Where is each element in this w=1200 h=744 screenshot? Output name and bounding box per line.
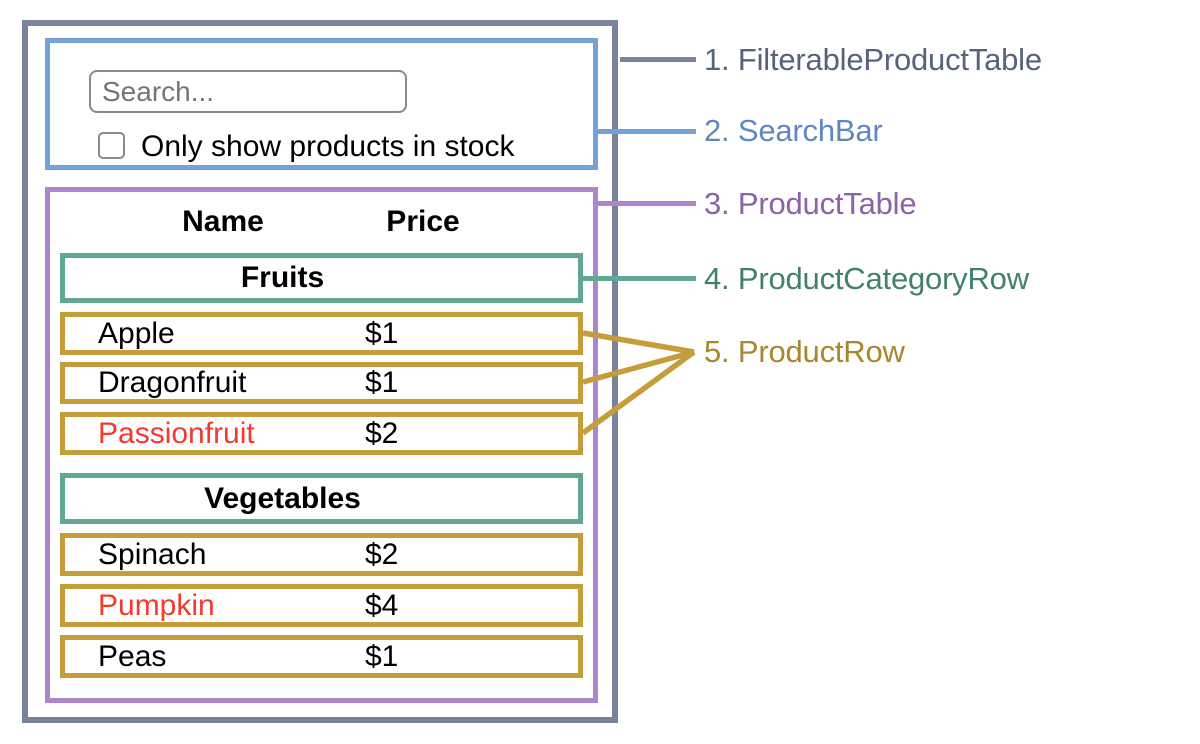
product-row-spinach: Spinach $2 — [60, 533, 583, 576]
product-price: $2 — [365, 537, 399, 571]
product-row-peas: Peas $1 — [60, 635, 583, 678]
category-label: Fruits — [240, 261, 325, 294]
product-row-pumpkin: Pumpkin $4 — [60, 584, 583, 627]
product-price: $4 — [365, 588, 399, 622]
search-input[interactable] — [89, 70, 407, 113]
in-stock-checkbox[interactable] — [98, 132, 125, 159]
product-name: Pumpkin — [98, 588, 215, 622]
category-label: Vegetables — [204, 481, 361, 515]
connector-line-product-category-row — [579, 276, 696, 281]
product-name: Dragonfruit — [98, 366, 247, 399]
connector-line-filterable-product-table — [620, 57, 696, 62]
legend-label-product-row: 5. ProductRow — [704, 334, 905, 369]
in-stock-checkbox-label: Only show products in stock — [141, 130, 515, 163]
connector-line-search-bar — [594, 129, 696, 134]
product-row-passionfruit: Passionfruit $2 — [60, 412, 583, 455]
column-header-name: Name — [182, 205, 264, 238]
category-row-fruits: Fruits — [60, 253, 583, 303]
legend-label-product-table: 3. ProductTable — [704, 186, 917, 221]
product-name: Peas — [98, 639, 167, 673]
connector-line-product-table — [594, 201, 696, 206]
legend-label-product-category-row: 4. ProductCategoryRow — [704, 261, 1029, 296]
product-row-dragonfruit: Dragonfruit $1 — [60, 362, 583, 404]
product-price: $1 — [365, 366, 399, 399]
product-name: Spinach — [98, 537, 207, 571]
column-header-price: Price — [386, 205, 460, 238]
product-price: $1 — [365, 316, 399, 350]
product-name: Apple — [98, 316, 175, 350]
legend-label-search-bar: 2. SearchBar — [704, 113, 883, 148]
product-name: Passionfruit — [98, 416, 255, 450]
category-row-vegetables: Vegetables — [60, 473, 583, 524]
product-price: $1 — [365, 639, 399, 673]
product-row-apple: Apple $1 — [60, 312, 583, 355]
legend-label-filterable-product-table: 1. FilterableProductTable — [704, 42, 1042, 77]
product-price: $2 — [365, 416, 399, 450]
